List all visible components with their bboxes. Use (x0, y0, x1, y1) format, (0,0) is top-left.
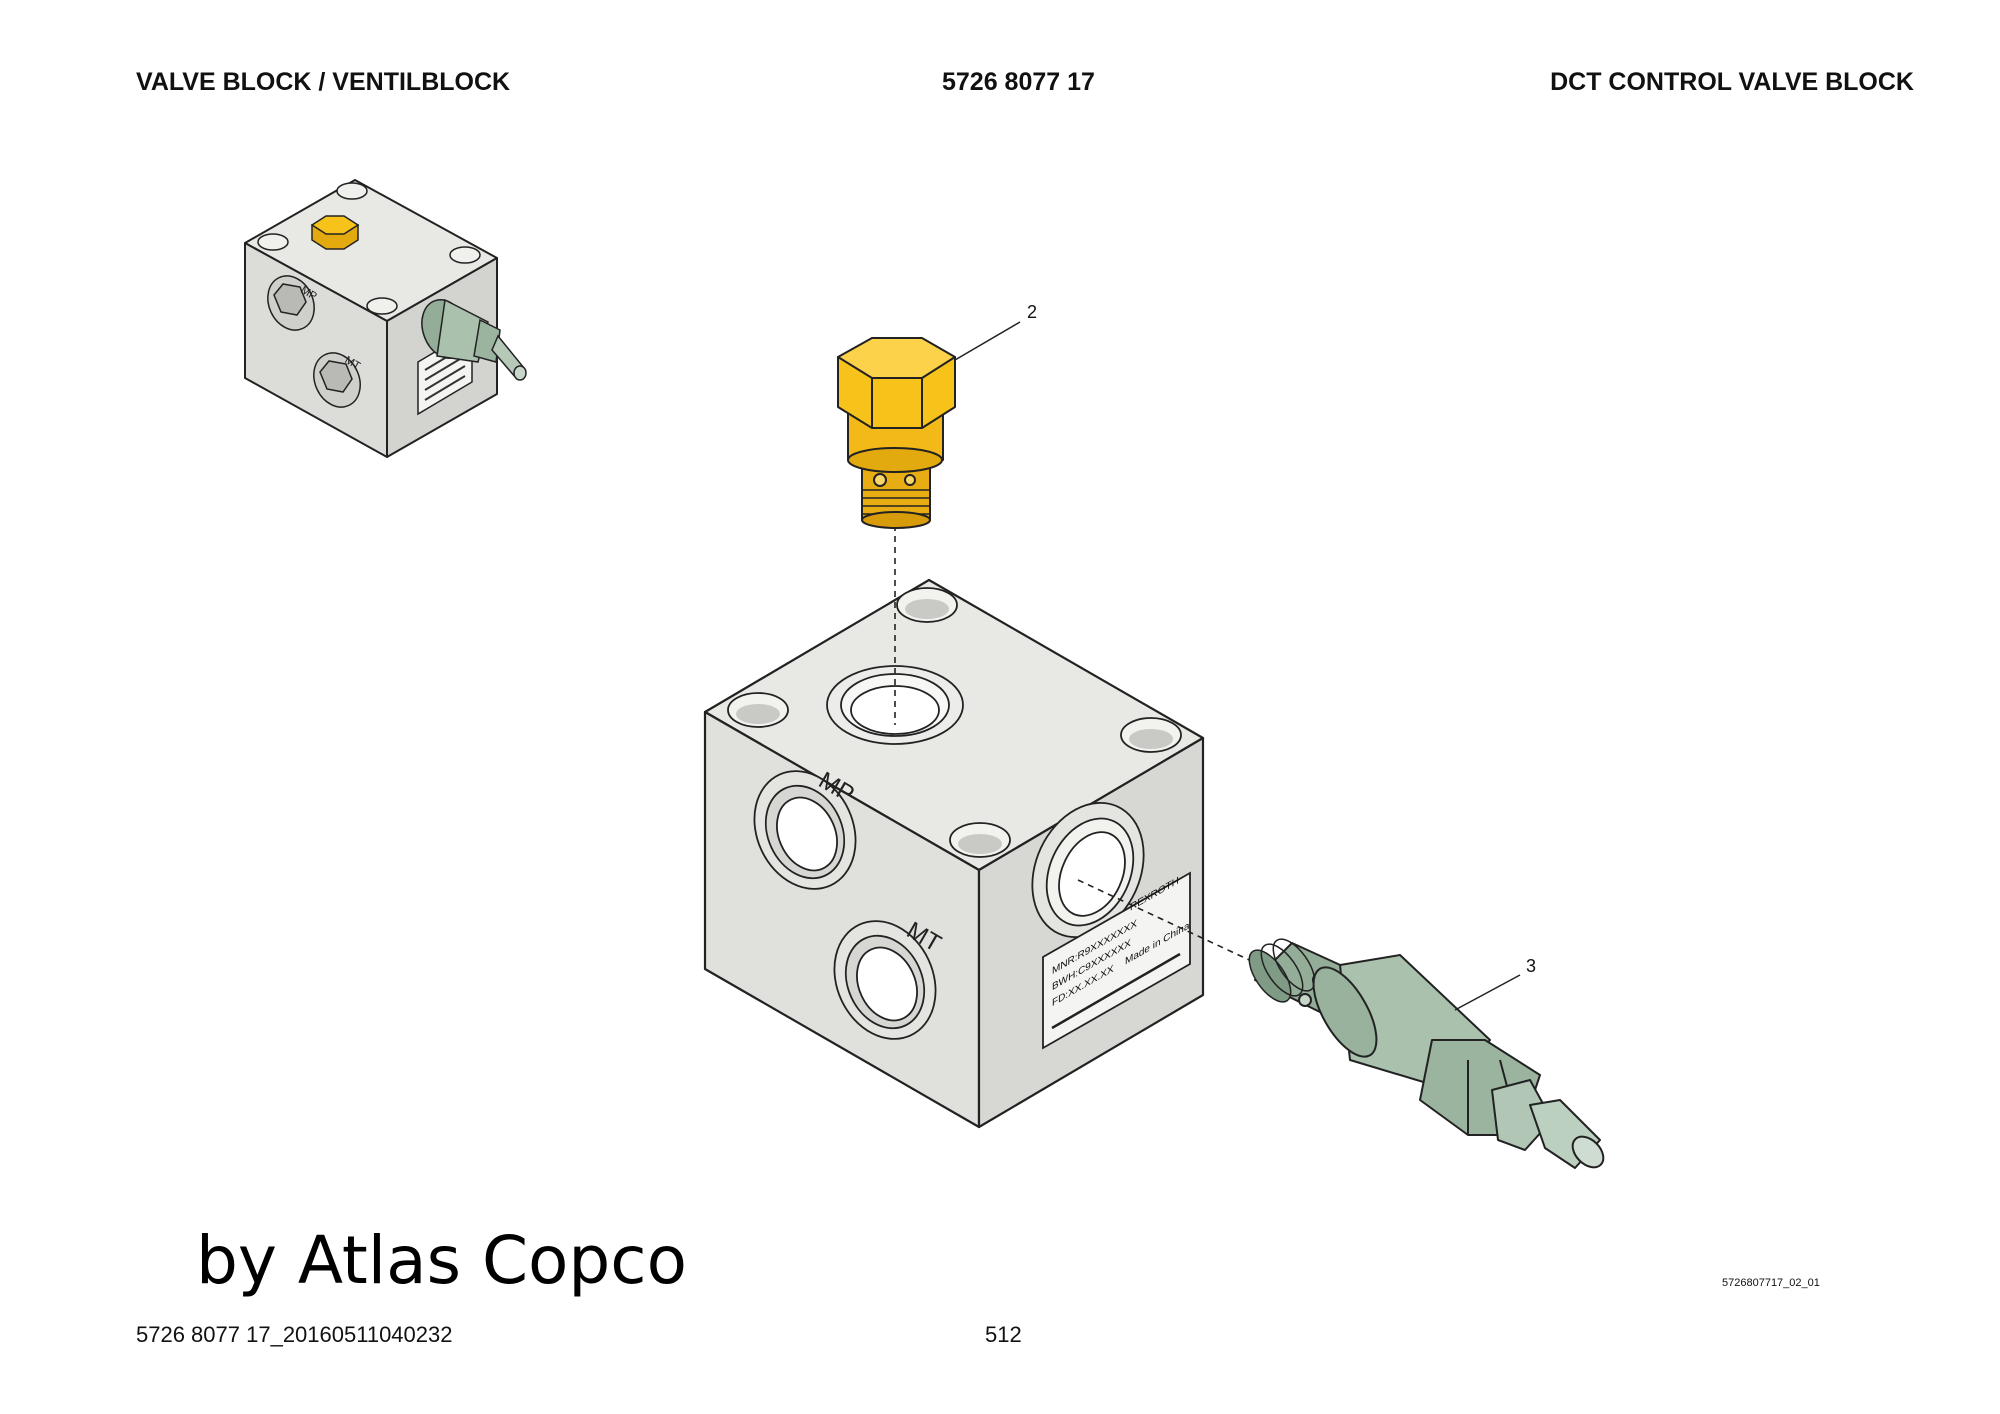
callout-3-leader (1454, 974, 1521, 1011)
page-number: 512 (985, 1322, 1022, 1347)
header-title-left: VALVE BLOCK / VENTILBLOCK (136, 68, 511, 96)
figure-code: 5726807717_02_01 (1722, 1277, 1820, 1289)
port-mp (753, 770, 857, 890)
assembly-thumbnail: MP MT (244, 179, 527, 458)
thumbnail-green-valve (421, 298, 527, 381)
header-title-right: DCT CONTROL VALVE BLOCK (1550, 68, 1914, 96)
callout-3: 3 (1454, 956, 1536, 1011)
item-3-valve (1248, 938, 1605, 1169)
callout-2-leader (954, 321, 1021, 361)
thumbnail-yellow-plug (310, 215, 360, 250)
watermark-text: by Atlas Copco (196, 1222, 687, 1299)
header-part-number: 5726 8077 17 (942, 68, 1095, 96)
valve-block: MP MT REXROTH MNR:R9XXXXXXX BWH:C9XXXXXX… (703, 578, 1205, 1129)
callout-2: 2 (954, 302, 1037, 361)
document-id: 5726 8077 17_20160511040232 (136, 1322, 453, 1347)
port-mt (833, 920, 937, 1040)
callout-3-label: 3 (1526, 956, 1536, 976)
item-2-plug (837, 337, 956, 529)
callout-2-label: 2 (1027, 302, 1037, 322)
assembly-line-valve (1077, 879, 1261, 966)
block-nameplate: REXROTH MNR:R9XXXXXXX BWH:C9XXXXXX FD:XX… (1042, 871, 1191, 1050)
